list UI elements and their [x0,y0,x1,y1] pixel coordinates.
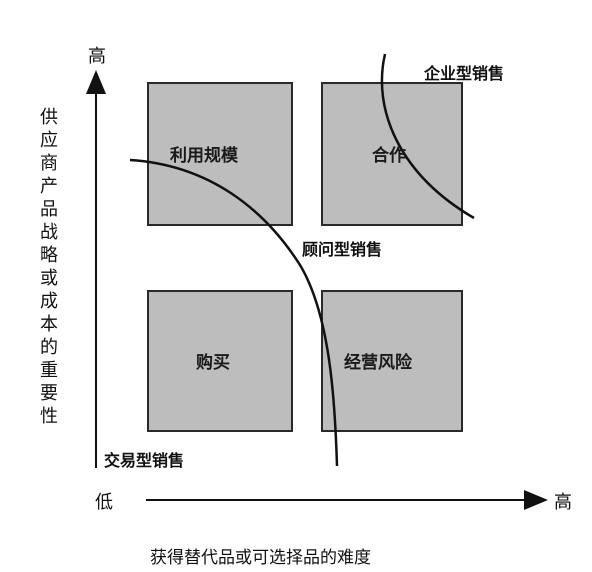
quadrant-top-right-label: 合作 [372,146,406,166]
consultative-curve [129,158,339,467]
quadrant-top-right [321,82,463,226]
quadrant-bottom-left [147,290,293,432]
enterprise-curve [380,53,475,220]
quadrant-bottom-right-label: 经营风险 [344,353,412,373]
x-axis-low-label: 低 [95,492,113,513]
figure-caption: 获得替代品或可选择品的难度 [150,548,371,568]
y-axis-arrowhead [86,70,106,94]
quadrant-top-left [147,82,293,226]
y-axis-title: 供应商产品战略或成本的重要性 [40,107,58,427]
enterprise-sales-label: 企业型销售 [424,64,505,83]
quadrant-bottom-left-label: 购买 [196,353,230,373]
transactional-sales-label: 交易型销售 [104,451,185,470]
quadrant-bottom-right [321,290,463,432]
x-axis-arrowhead [524,490,548,510]
consultative-sales-label: 顾问型销售 [302,240,383,259]
y-axis-high-label: 高 [88,46,106,67]
x-axis-high-label: 高 [554,492,572,513]
quadrant-top-left-label: 利用规模 [170,146,238,166]
